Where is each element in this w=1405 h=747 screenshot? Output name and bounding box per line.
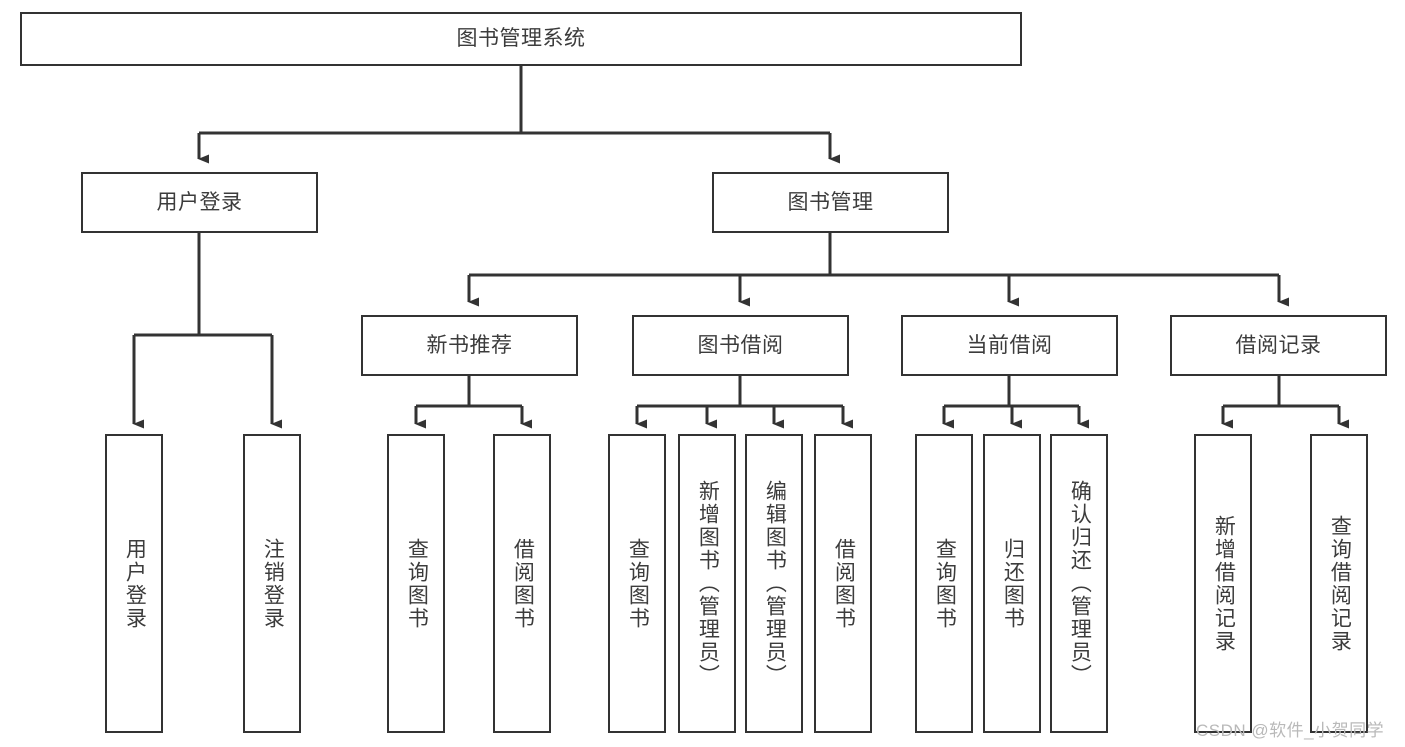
node-book-manage-label: 图书管理 [787, 190, 874, 214]
node-leaf-query-book-3-label: 查询图书 [933, 537, 957, 630]
node-borrow-record[interactable]: 借阅记录 [1170, 315, 1387, 376]
node-leaf-user-login[interactable]: 用户登录 [105, 434, 163, 733]
node-leaf-query-book-1[interactable]: 查询图书 [387, 434, 445, 733]
node-leaf-confirm-return[interactable]: 确认归还（管理员） [1050, 434, 1108, 733]
node-book-borrow[interactable]: 图书借阅 [632, 315, 849, 376]
node-new-book-recommend[interactable]: 新书推荐 [361, 315, 578, 376]
node-leaf-edit-book[interactable]: 编辑图书（管理员） [745, 434, 803, 733]
node-leaf-logout-login[interactable]: 注销登录 [243, 434, 301, 733]
node-user-login[interactable]: 用户登录 [81, 172, 318, 233]
node-borrow-record-label: 借阅记录 [1235, 333, 1322, 357]
node-leaf-user-login-label: 用户登录 [123, 537, 147, 630]
node-leaf-add-record-label: 新增借阅记录 [1212, 514, 1236, 653]
node-leaf-return-book-label: 归还图书 [1001, 537, 1025, 630]
node-leaf-query-book-2-label: 查询图书 [626, 537, 650, 630]
node-leaf-query-book-3[interactable]: 查询图书 [915, 434, 973, 733]
node-user-login-label: 用户登录 [156, 190, 243, 214]
node-leaf-logout-login-label: 注销登录 [261, 537, 285, 630]
node-leaf-borrow-book-1[interactable]: 借阅图书 [493, 434, 551, 733]
node-leaf-borrow-book-2-label: 借阅图书 [832, 537, 856, 630]
node-leaf-borrow-book-2[interactable]: 借阅图书 [814, 434, 872, 733]
node-leaf-edit-book-label: 编辑图书（管理员） [763, 480, 787, 687]
node-root-label: 图书管理系统 [456, 27, 586, 51]
node-leaf-query-book-2[interactable]: 查询图书 [608, 434, 666, 733]
node-current-borrow-label: 当前借阅 [966, 333, 1053, 357]
node-leaf-return-book[interactable]: 归还图书 [983, 434, 1041, 733]
node-leaf-query-record[interactable]: 查询借阅记录 [1310, 434, 1368, 733]
node-leaf-add-book-label: 新增图书（管理员） [696, 480, 720, 687]
node-leaf-query-record-label: 查询借阅记录 [1328, 514, 1352, 653]
node-book-borrow-label: 图书借阅 [697, 333, 784, 357]
node-leaf-borrow-book-1-label: 借阅图书 [511, 537, 535, 630]
node-leaf-query-book-1-label: 查询图书 [405, 537, 429, 630]
node-leaf-add-record[interactable]: 新增借阅记录 [1194, 434, 1252, 733]
node-book-manage[interactable]: 图书管理 [712, 172, 949, 233]
node-leaf-add-book[interactable]: 新增图书（管理员） [678, 434, 736, 733]
node-new-book-recommend-label: 新书推荐 [426, 333, 513, 357]
node-current-borrow[interactable]: 当前借阅 [901, 315, 1118, 376]
node-root[interactable]: 图书管理系统 [20, 12, 1022, 66]
node-leaf-confirm-return-label: 确认归还（管理员） [1068, 480, 1092, 687]
